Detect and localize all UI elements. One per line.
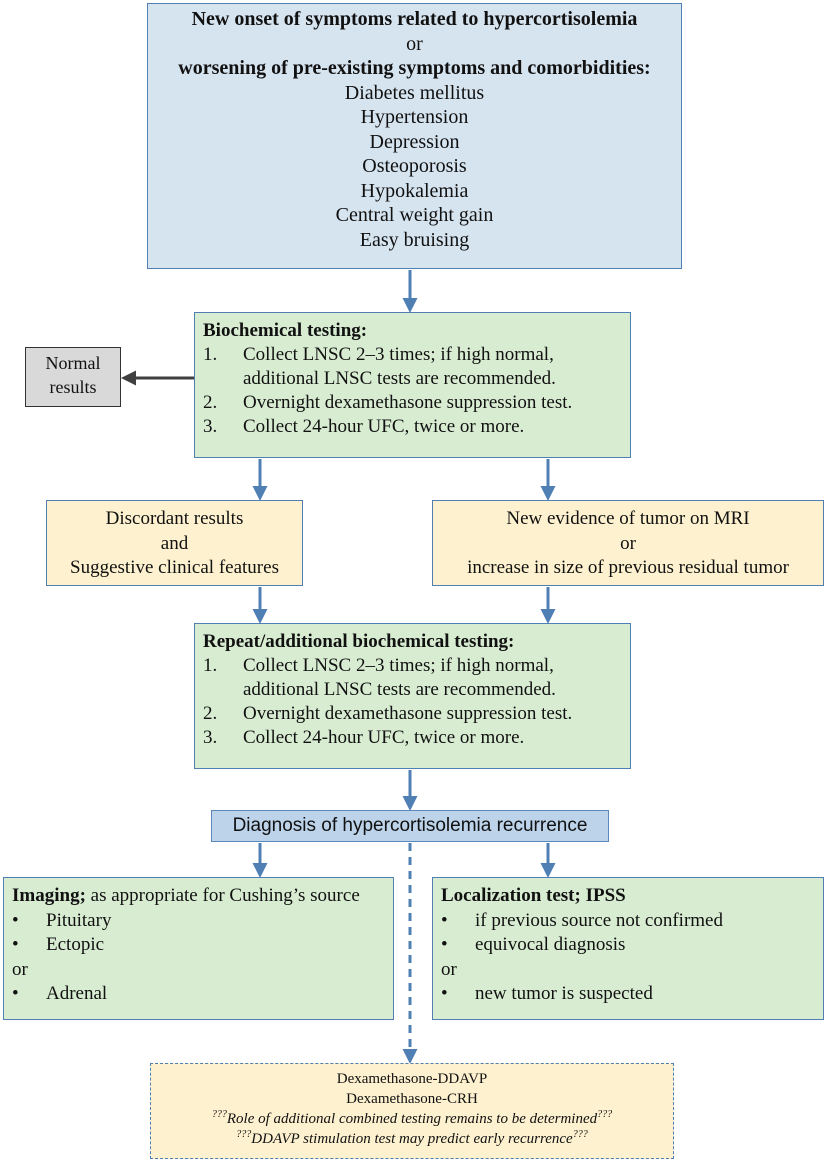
biochemical-item-2: 2. Overnight dexamethasone suppression t… <box>203 391 630 415</box>
bullet: • <box>12 983 19 1004</box>
biochemical-item-3: 3. Collect 24-hour UFC, twice or more. <box>203 415 630 439</box>
discordant-line1: Discordant results <box>105 508 244 529</box>
imaging-item-text: Adrenal <box>46 983 108 1004</box>
additional-testing-box: Dexamethasone-DDAVP Dexamethasone-CRH ??… <box>150 1063 674 1159</box>
biochemical-testing-box: Biochemical testing: 1. Collect LNSC 2–3… <box>194 312 631 458</box>
question-marks: ??? <box>572 1129 588 1140</box>
mri-line3: increase in size of previous residual tu… <box>467 557 789 578</box>
extra-line4-text: DDAVP stimulation test may predict early… <box>251 1131 573 1147</box>
imaging-title-rest: as appropriate for Cushing’s source <box>85 885 360 906</box>
bullet: • <box>12 909 19 931</box>
biochemical-item-1: 1. Collect LNSC 2–3 times; if high norma… <box>203 343 630 391</box>
discordant-results-box: Discordant results and Suggestive clinic… <box>46 500 303 586</box>
imaging-item: • Pituitary <box>12 909 393 934</box>
localization-item-text: equivocal diagnosis <box>475 934 626 955</box>
normal-results-line1: Normal <box>45 353 101 373</box>
item-number: 3. <box>203 727 218 748</box>
item-number: 1. <box>203 655 218 676</box>
item-text: Collect LNSC 2–3 times; if high normal, <box>243 344 554 365</box>
item-number: 2. <box>203 703 218 724</box>
localization-item: • equivocal diagnosis <box>441 933 823 958</box>
item-text: Collect 24-hour UFC, twice or more. <box>243 416 525 437</box>
normal-results-line2: results <box>49 377 97 397</box>
bullet: • <box>441 983 448 1004</box>
symptom-item: Easy bruising <box>359 228 470 251</box>
question-marks: ??? <box>597 1109 613 1120</box>
biochemical-title: Biochemical testing: <box>203 320 368 341</box>
repeat-item-1: 1. Collect LNSC 2–3 times; if high norma… <box>203 654 630 702</box>
symptom-item: Hypertension <box>360 106 469 128</box>
extra-line2: Dexamethasone-CRH <box>346 1091 478 1107</box>
extra-line1: Dexamethasone-DDAVP <box>336 1071 488 1087</box>
symptoms-box: New onset of symptoms related to hyperco… <box>147 3 682 269</box>
imaging-item: • Ectopic <box>12 933 393 958</box>
discordant-line3: Suggestive clinical features <box>70 557 279 578</box>
localization-item: • if previous source not confirmed <box>441 909 823 934</box>
item-text: Collect LNSC 2–3 times; if high normal, <box>243 655 554 676</box>
extra-line3: ???Role of additional combined testing r… <box>151 1109 673 1129</box>
symptom-item: Central weight gain <box>335 204 494 226</box>
mri-line2: or <box>620 532 636 554</box>
item-text: additional LNSC tests are recommended. <box>243 679 556 700</box>
item-number: 2. <box>203 392 218 413</box>
item-number: 3. <box>203 416 218 437</box>
item-text: Collect 24-hour UFC, twice or more. <box>243 727 525 748</box>
localization-item-text: new tumor is suspected <box>475 983 653 1004</box>
diagnosis-label: Diagnosis of hypercortisolemia recurrenc… <box>232 815 588 836</box>
localization-box: Localization test; IPSS • if previous sou… <box>432 877 824 1020</box>
symptom-item: Hypokalemia <box>360 179 469 202</box>
localization-or: or <box>441 958 457 980</box>
bullet: • <box>441 934 448 955</box>
symptoms-title-line2: worsening of pre-existing symptoms and c… <box>178 57 651 79</box>
mri-evidence-box: New evidence of tumor on MRI or increase… <box>432 500 824 586</box>
discordant-line2: and <box>160 532 189 554</box>
item-text: Overnight dexamethasone suppression test… <box>243 703 573 724</box>
repeat-item-3: 3. Collect 24-hour UFC, twice or more. <box>203 726 630 750</box>
extra-line3-text: Role of additional combined testing rema… <box>226 1111 598 1127</box>
imaging-title-row: Imaging; as appropriate for Cushing’s so… <box>12 884 393 909</box>
question-marks: ??? <box>236 1129 252 1140</box>
symptom-item: Depression <box>369 130 460 153</box>
imaging-title: Imaging; <box>12 885 86 906</box>
localization-item: • new tumor is suspected <box>441 982 823 1007</box>
localization-item-text: if previous source not confirmed <box>475 909 723 931</box>
extra-line4: ???DDAVP stimulation test may predict ea… <box>151 1129 673 1149</box>
imaging-item: • Adrenal <box>12 982 393 1007</box>
repeat-testing-box: Repeat/additional biochemical testing: 1… <box>194 623 631 769</box>
question-marks: ??? <box>211 1109 227 1120</box>
item-text: Overnight dexamethasone suppression test… <box>243 392 573 413</box>
symptoms-or: or <box>406 32 423 55</box>
repeat-item-2: 2. Overnight dexamethasone suppression t… <box>203 702 630 726</box>
symptom-item: Osteoporosis <box>362 155 467 177</box>
item-number: 1. <box>203 344 218 365</box>
imaging-item-text: Pituitary <box>46 909 112 931</box>
repeat-title: Repeat/additional biochemical testing: <box>203 631 515 652</box>
bullet: • <box>441 909 448 931</box>
item-text: additional LNSC tests are recommended. <box>243 368 556 389</box>
diagnosis-box: Diagnosis of hypercortisolemia recurrenc… <box>211 810 609 842</box>
imaging-item-text: Ectopic <box>46 934 105 955</box>
symptoms-title-line1: New onset of symptoms related to hyperco… <box>191 8 638 30</box>
normal-results-box: Normal results <box>25 347 121 407</box>
bullet: • <box>12 934 19 955</box>
imaging-box: Imaging; as appropriate for Cushing’s so… <box>3 877 394 1020</box>
localization-title: Localization test; IPSS <box>441 885 626 906</box>
symptom-item: Diabetes mellitus <box>344 81 485 104</box>
mri-line1: New evidence of tumor on MRI <box>506 508 750 529</box>
imaging-or: or <box>12 958 28 980</box>
